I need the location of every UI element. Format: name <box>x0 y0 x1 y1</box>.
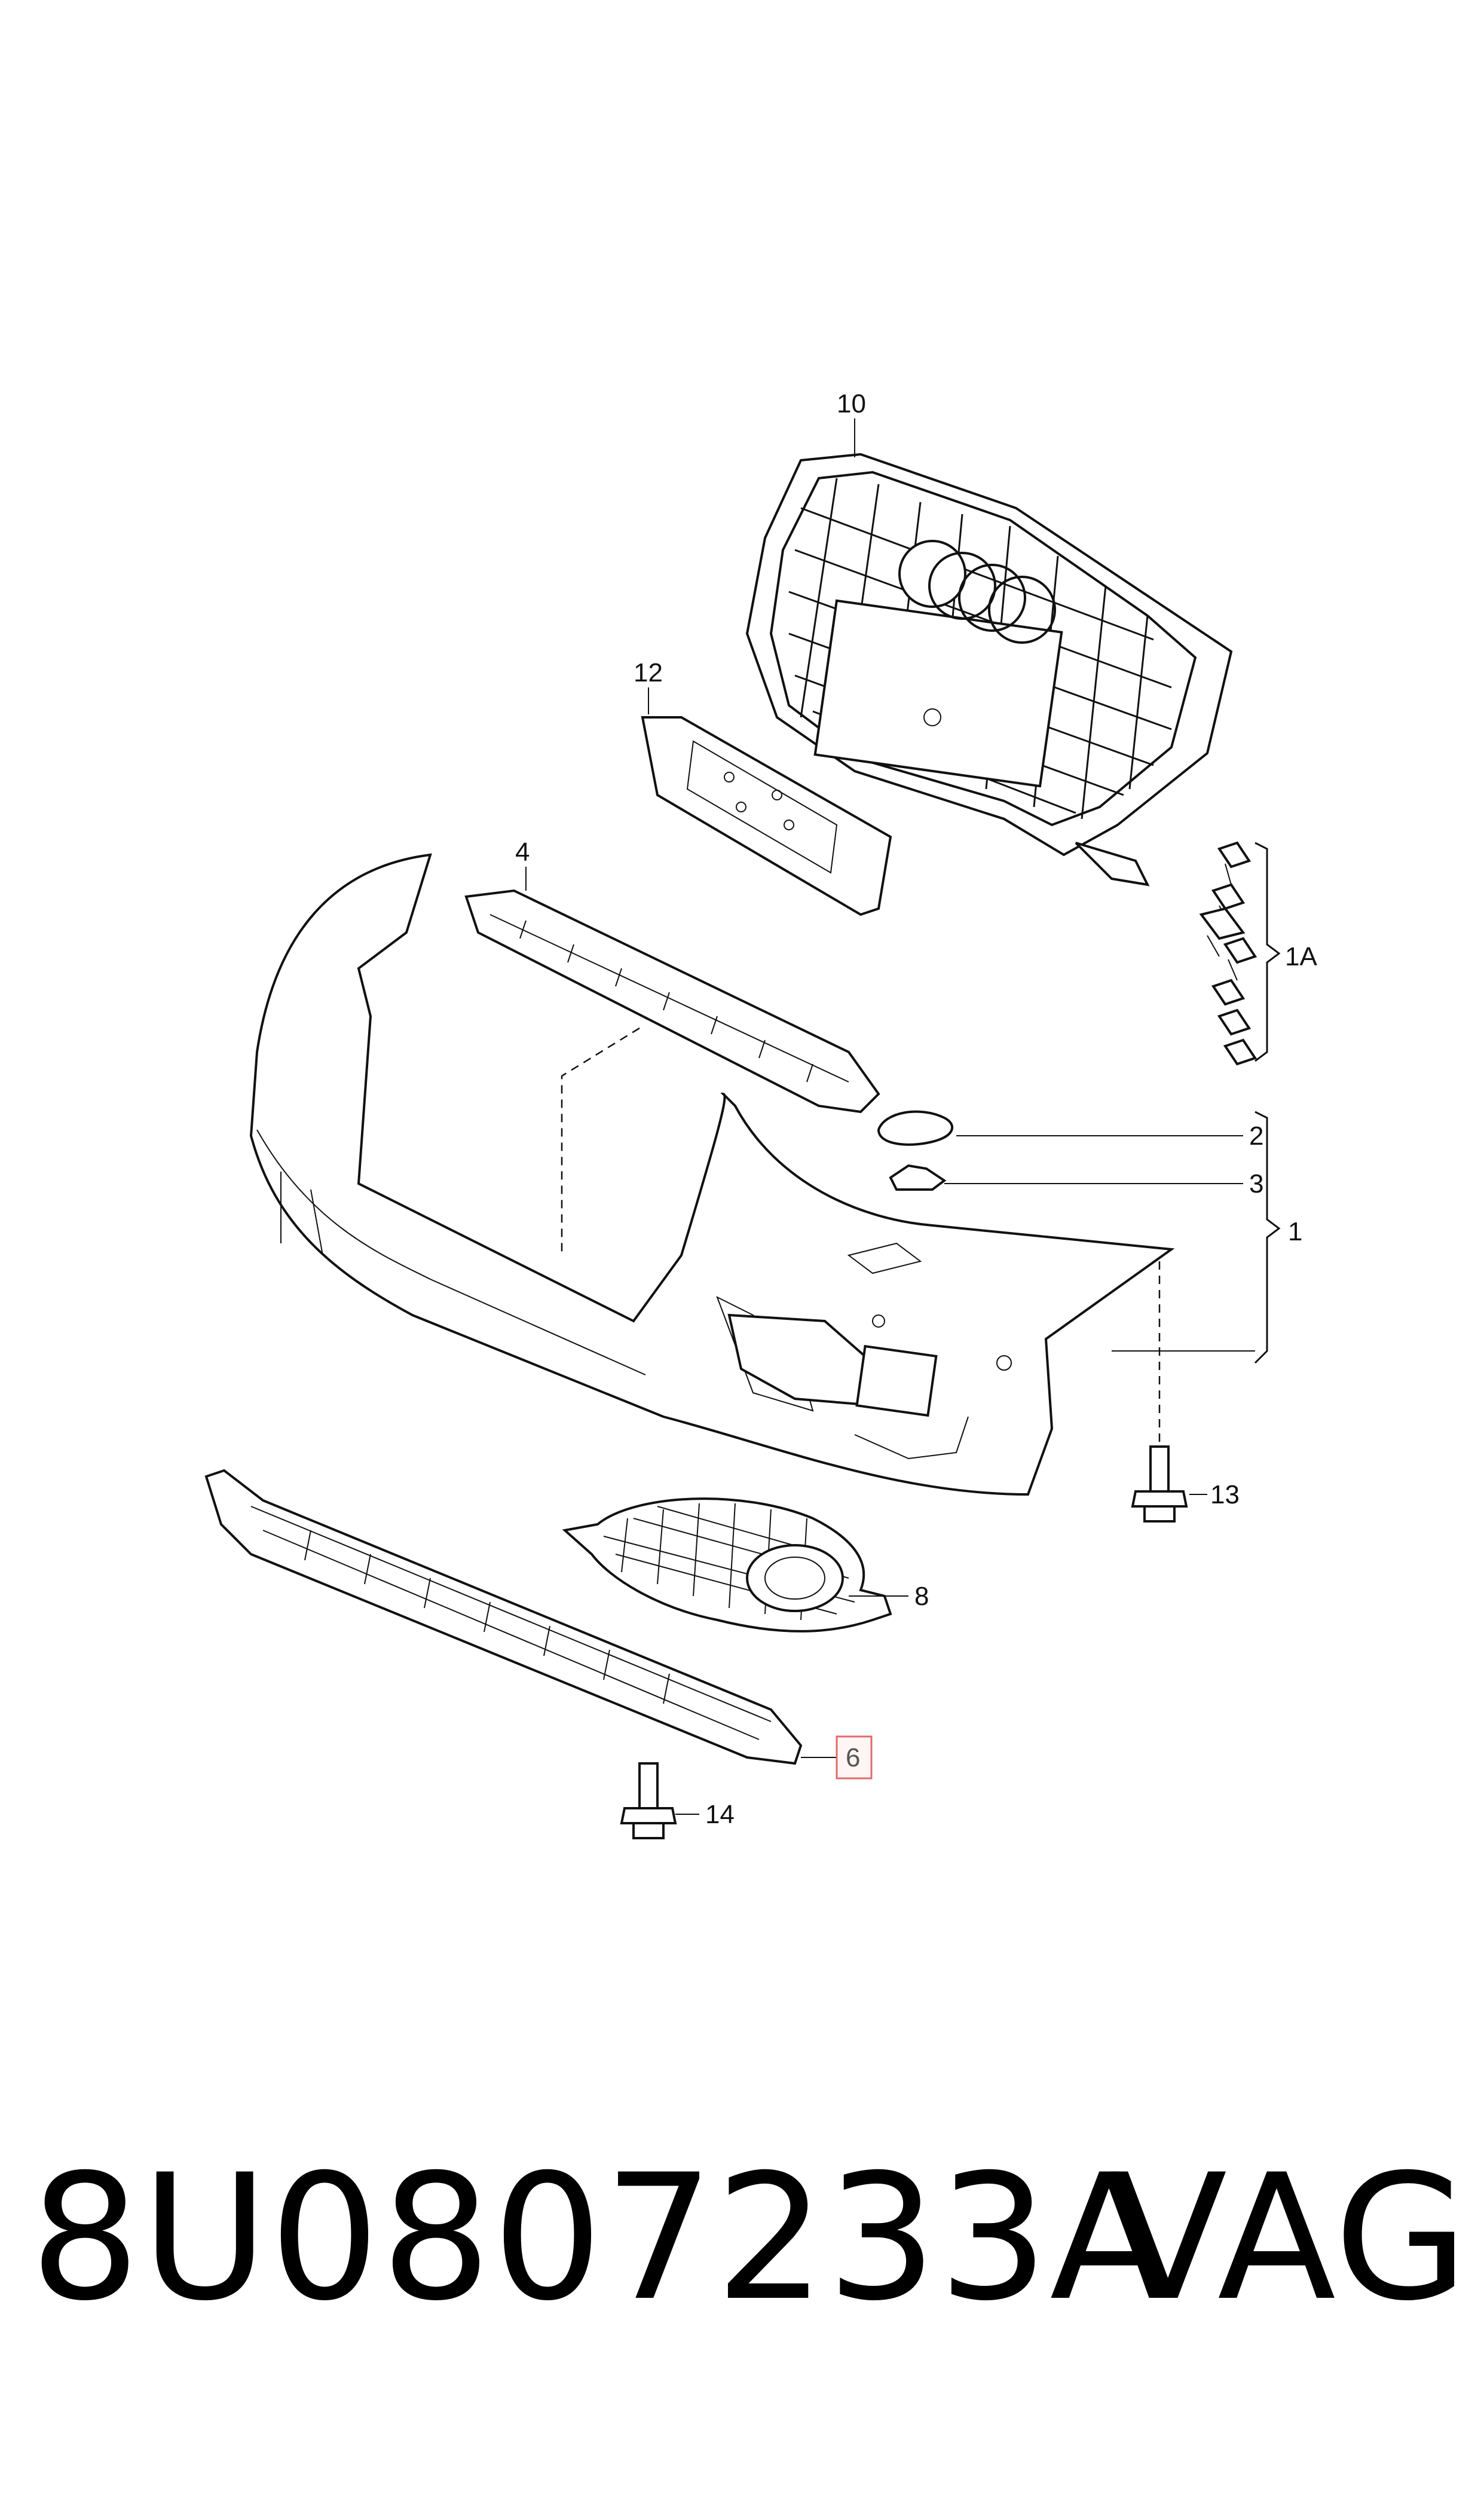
callout-13: 13 <box>1210 1480 1240 1509</box>
bumper-cover-part-1 <box>249 853 1175 1496</box>
fog-grille-part-8 <box>562 1497 892 1633</box>
fastener-kit-part-1A <box>1199 841 1257 1066</box>
dashed-guide-4 <box>561 1027 640 1255</box>
bracket-1 <box>1254 1111 1281 1364</box>
callout-3: 3 <box>1249 1169 1263 1199</box>
bolt-part-14 <box>620 1762 677 1839</box>
four-rings-logo <box>898 540 1056 644</box>
callout-4: 4 <box>515 837 530 867</box>
tow-cover-part-2 <box>877 1110 954 1146</box>
highlight-box-6 <box>836 1735 873 1780</box>
callout-2: 2 <box>1249 1121 1263 1151</box>
callout-10: 10 <box>837 389 866 418</box>
callout-6: 6 <box>846 1743 860 1772</box>
grille-part-10 <box>745 453 1233 886</box>
brand-label: VAG <box>1109 2138 1470 2339</box>
callout-12: 12 <box>634 658 663 687</box>
bracket-part-4 <box>464 889 880 1114</box>
part-number: 8U0807233A <box>30 2138 1170 2339</box>
bracket-1A <box>1254 842 1281 1062</box>
plate-bracket-part-12 <box>641 716 892 916</box>
callout-14: 14 <box>705 1800 735 1829</box>
bolt-part-13 <box>1131 1445 1188 1523</box>
callout-1A: 1A <box>1285 942 1317 971</box>
clip-part-3 <box>889 1164 947 1191</box>
lower-grille-part-6 <box>204 1469 803 1765</box>
callout-1: 1 <box>1288 1217 1302 1246</box>
callout-8: 8 <box>914 1582 929 1611</box>
